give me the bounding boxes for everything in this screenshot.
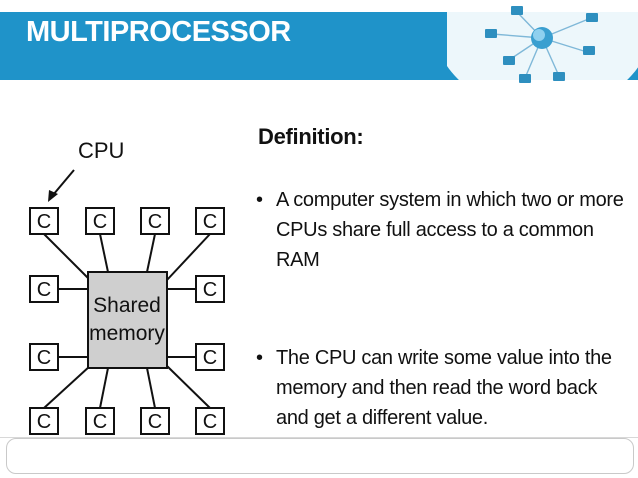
cpu-link-2 [99,233,109,273]
cpu-pointer-arrow [52,169,75,196]
cpu-link-1 [43,233,91,281]
cpu-nodes: C C C C C C C C C C C C [29,207,225,435]
cpu-node-6 [195,275,225,303]
cpu-link-9 [43,365,91,409]
cpu-node-label-3: C [148,211,162,233]
cpu-node-label-5: C [37,279,51,301]
interconnect-links [43,233,211,409]
cpu-node-label-11: C [148,411,162,433]
cpu-link-10 [99,367,109,409]
bullet-dot: • [256,347,263,369]
shared-memory-box [87,271,168,369]
footer-divider [0,437,638,438]
cpu-node-label-2: C [93,211,107,233]
cpu-node-3 [140,207,170,235]
bullet-dot: • [256,189,263,211]
cpu-node-12 [195,407,225,435]
cpu-node-label-9: C [37,411,51,433]
cpu-node-8 [195,343,225,371]
bullet-text: A computer system in which two or more C… [276,189,624,271]
definition-bullet-1: • A computer system in which two or more… [256,185,626,275]
cpu-node-label-8: C [203,347,217,369]
cpu-link-11 [146,367,156,409]
cpu-pointer-arrowhead [48,190,58,202]
cpu-node-label-6: C [203,279,217,301]
cpu-node-label-1: C [37,211,51,233]
network-globe-icon [447,0,638,96]
cpu-link-3 [146,233,156,273]
cpu-node-1 [29,207,59,235]
shared-memory-label-line1: Shared [93,294,161,317]
shared-memory-label-line2: memory [89,322,165,345]
cpu-node-label-7: C [37,347,51,369]
definition-bullet-2: • The CPU can write some value into the … [256,343,626,433]
multiprocessor-diagram: CPU Shared memory C C C C C C C C C C C C [29,138,225,435]
cpu-node-7 [29,343,59,371]
cpu-node-label-12: C [203,411,217,433]
cpu-link-4 [166,233,211,281]
cpu-node-4 [195,207,225,235]
cpu-node-label-4: C [203,211,217,233]
cpu-node-10 [85,407,115,435]
cpu-link-12 [166,365,211,409]
footer-frame [6,438,634,474]
cpu-node-2 [85,207,115,235]
cpu-node-label-10: C [93,411,107,433]
cpu-node-11 [140,407,170,435]
cpu-node-9 [29,407,59,435]
definition-heading: Definition: [258,124,364,149]
slide-title: MULTIPROCESSOR [26,16,291,48]
bullet-text: The CPU can write some value into the me… [276,347,612,429]
cpu-label: CPU [78,138,124,163]
cpu-node-5 [29,275,59,303]
